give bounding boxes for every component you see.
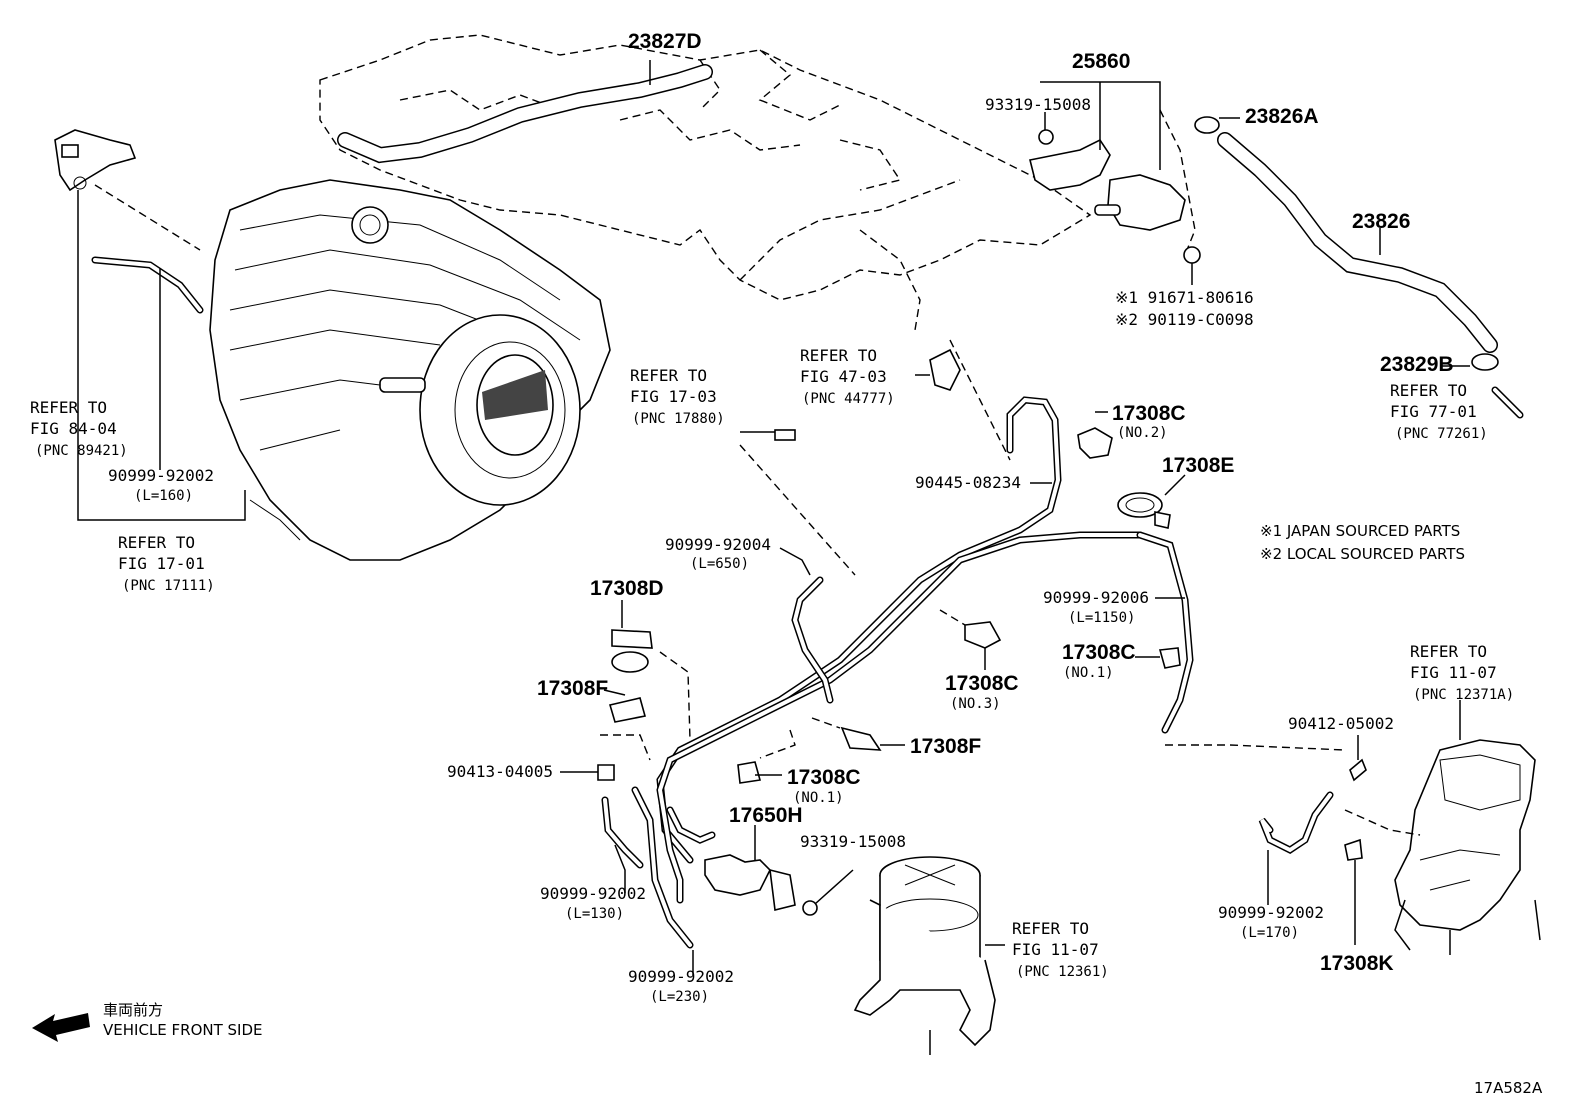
- label-90999-92002-a: 90999-92002: [108, 466, 214, 485]
- label-ref4703-line1: REFER TO: [800, 346, 877, 365]
- label-ref4703-line2: FIG 47-03: [800, 367, 887, 386]
- clamp-17308C-no2-icon: [1077, 411, 1113, 459]
- label-17308C-no2-sub: (NO.2): [1117, 425, 1168, 441]
- label-front-en: VEHICLE FRONT SIDE: [103, 1021, 263, 1039]
- label-90412-05002: 90412-05002: [1288, 714, 1394, 733]
- label-ref4703-line3: (PNC 44777): [802, 391, 895, 407]
- label-ref1107b-line1: REFER TO: [1410, 642, 1487, 661]
- vehicle-front-arrow-icon: [32, 1013, 90, 1042]
- clamp-23826A-icon: [1194, 116, 1240, 134]
- label-ref1107a-line1: REFER TO: [1012, 919, 1089, 938]
- engine-mount-12361: [853, 856, 1005, 1055]
- clamp-23829B-icon: [1440, 353, 1524, 419]
- label-90413-04005: 90413-04005: [447, 762, 553, 781]
- engine-mount-12371A: [1394, 700, 1541, 955]
- fitting-17-03-icon: [740, 429, 796, 441]
- label-17308C-no1a: 17308C: [1062, 641, 1136, 664]
- label-17308C-no1b-sub: (NO.1): [793, 790, 844, 806]
- bracket-25860: [1040, 81, 1161, 170]
- label-ref84-line3: (PNC 89421): [35, 443, 128, 459]
- label-90119-C0098: ※2 90119-C0098: [1115, 310, 1254, 329]
- label-93319-15008-top: 93319-15008: [985, 95, 1091, 114]
- vacuum-hoses: [601, 396, 1334, 949]
- hose-L160: [91, 256, 204, 314]
- clamp-17308D-icon: [611, 600, 653, 673]
- label-17308C-no1b: 17308C: [787, 766, 861, 789]
- throttle-grille-icon: [482, 370, 548, 420]
- label-front-jp: 車両前方: [103, 1001, 163, 1019]
- label-ref77-line2: FIG 77-01: [1390, 402, 1477, 421]
- label-91671-80616: ※1 91671-80616: [1115, 288, 1254, 307]
- label-90999-92006: 90999-92006: [1043, 588, 1149, 607]
- clamp-17308E-icon: [1117, 474, 1186, 529]
- clamp-17308C-no1a-icon: [1135, 647, 1181, 669]
- label-ref1107b-line2: FIG 11-07: [1410, 663, 1497, 682]
- clamp-17308F-a-icon: [603, 689, 647, 723]
- label-90999-92002-a-length: (L=160): [134, 488, 193, 504]
- clamp-17308C-no3-icon: [939, 609, 1002, 670]
- fitting-90412-icon: [1349, 735, 1367, 782]
- label-ref1107b-line3: (PNC 12371A): [1413, 687, 1514, 703]
- label-23826: 23826: [1352, 210, 1410, 233]
- clamp-17308F-b-icon: [840, 726, 905, 751]
- connector-47-03-icon: [915, 348, 961, 391]
- label-ref1701-line2: FIG 17-01: [118, 554, 205, 573]
- leader-84-04: [94, 184, 201, 251]
- label-17308F-b: 17308F: [910, 735, 981, 758]
- label-25860: 25860: [1072, 50, 1130, 73]
- label-17308D: 17308D: [590, 577, 664, 600]
- vsv-17650H: [704, 825, 796, 911]
- label-17308F-a: 17308F: [537, 677, 608, 700]
- label-ref1701-line1: REFER TO: [118, 533, 195, 552]
- label-ref84-line1: REFER TO: [30, 398, 107, 417]
- label-ref1107a-line3: (PNC 12361): [1016, 964, 1109, 980]
- label-90999-92002-c-length: (L=230): [650, 989, 709, 1005]
- label-ref84-line2: FIG 84-04: [30, 419, 117, 438]
- label-17650H: 17650H: [729, 804, 803, 827]
- vsv-25860: [1029, 129, 1186, 231]
- label-17308K: 17308K: [1320, 952, 1394, 975]
- clamp-17308C-no1b-icon: [737, 761, 782, 784]
- label-17308C-no1a-sub: (NO.1): [1063, 665, 1114, 681]
- label-90999-92004-length: (L=650): [690, 556, 749, 572]
- bolt-93319-bottom-icon: [802, 869, 854, 916]
- tee-90413-icon: [560, 764, 615, 781]
- label-17308C-no2: 17308C: [1112, 402, 1186, 425]
- label-17308C-no3: 17308C: [945, 672, 1019, 695]
- engine-outline: [319, 34, 1092, 331]
- label-ref1107a-line2: FIG 11-07: [1012, 940, 1099, 959]
- label-90999-92002-c: 90999-92002: [628, 967, 734, 986]
- label-ref1703-line3: (PNC 17880): [632, 411, 725, 427]
- note-local-sourced: ※2 LOCAL SOURCED PARTS: [1260, 545, 1465, 563]
- intake-manifold: [209, 179, 611, 561]
- label-90999-92002-b-length: (L=130): [565, 906, 624, 922]
- label-90999-92002-b: 90999-92002: [540, 884, 646, 903]
- label-ref77-line3: (PNC 77261): [1395, 426, 1488, 442]
- label-ref1703-line1: REFER TO: [630, 366, 707, 385]
- label-ref1703-line2: FIG 17-03: [630, 387, 717, 406]
- label-90445-08234: 90445-08234: [915, 473, 1021, 492]
- hose-23826: [1217, 132, 1498, 353]
- label-ref77-line1: REFER TO: [1390, 381, 1467, 400]
- hose-23827D: [337, 60, 713, 164]
- label-23826A: 23826A: [1245, 105, 1319, 128]
- label-17308C-no3-sub: (NO.3): [950, 696, 1001, 712]
- label-93319-15008-bottom: 93319-15008: [800, 832, 906, 851]
- bolt-icon: [1183, 246, 1201, 285]
- clamp-17308K-icon: [1344, 838, 1363, 945]
- label-90999-92004: 90999-92004: [665, 535, 771, 554]
- note-japan-sourced: ※1 JAPAN SOURCED PARTS: [1260, 522, 1460, 540]
- label-23827D: 23827D: [628, 30, 702, 53]
- label-ref1701-line3: (PNC 17111): [122, 578, 215, 594]
- figure-id: 17A582A: [1474, 1079, 1543, 1097]
- label-17308E: 17308E: [1162, 454, 1234, 477]
- label-90999-92002-d: 90999-92002: [1218, 903, 1324, 922]
- bracket-ref-84-04: [77, 190, 246, 521]
- map-sensor-icon: [54, 129, 137, 192]
- label-90999-92006-length: (L=1150): [1068, 610, 1135, 626]
- label-90999-92002-d-length: (L=170): [1240, 925, 1299, 941]
- label-23829B: 23829B: [1380, 353, 1454, 376]
